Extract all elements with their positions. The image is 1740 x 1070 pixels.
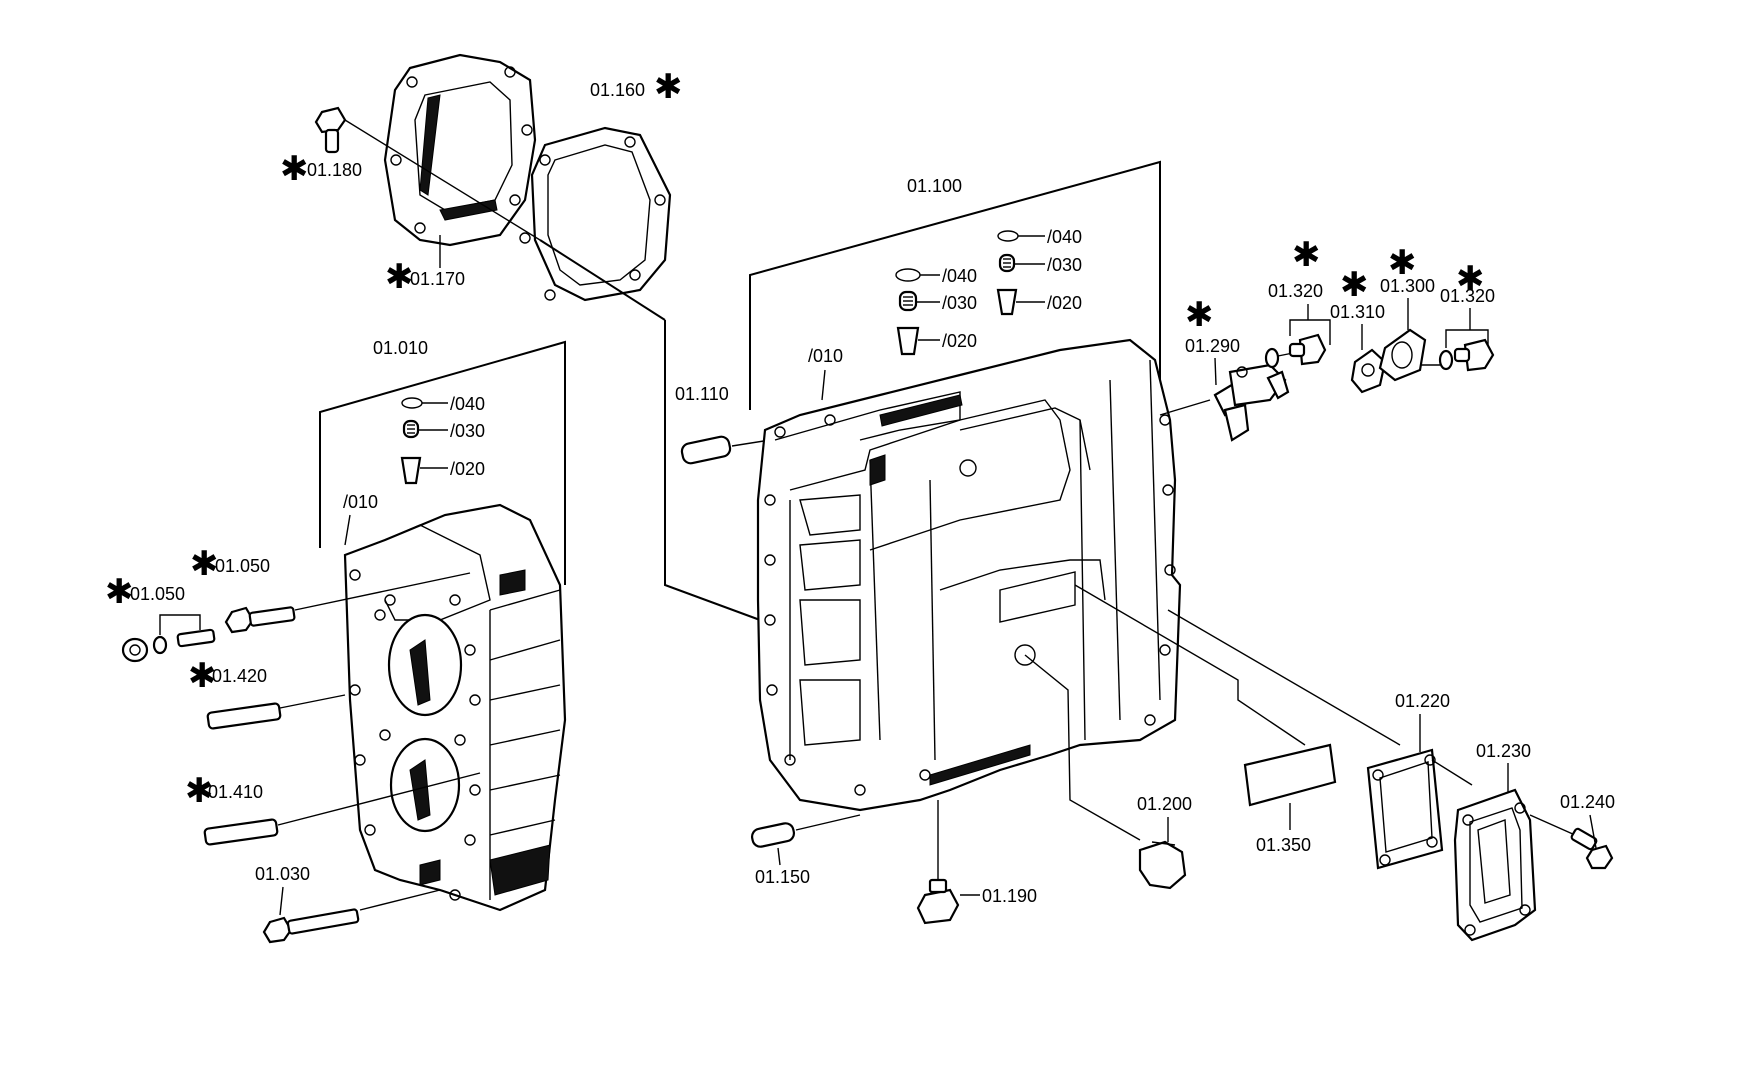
main-housing-01100	[756, 338, 1182, 812]
gasket-01220	[1167, 609, 1444, 870]
label-020b: /020	[942, 331, 977, 351]
cover-01230	[1431, 759, 1537, 942]
left-housing-01010	[343, 503, 567, 912]
label-01110: 01.110	[675, 384, 729, 404]
label-030b: /030	[942, 293, 977, 313]
label-01030: 01.030	[255, 864, 310, 884]
asterisk-icon: ✱	[105, 572, 134, 612]
label-01190: 01.190	[982, 886, 1037, 906]
label-030a: /030	[1047, 255, 1082, 275]
gasket-01310	[1350, 348, 1387, 394]
cover-plate-01170	[383, 53, 537, 247]
label-01290: 01.290	[1185, 336, 1240, 356]
label-01310: 01.310	[1330, 302, 1385, 322]
label-040c: /040	[450, 394, 485, 414]
label-01410: 01.410	[208, 782, 263, 802]
stud-01420	[206, 694, 346, 730]
asterisk-icon: ✱	[185, 771, 214, 811]
label-020c: /020	[450, 459, 485, 479]
sensor-01290	[1159, 363, 1290, 442]
label-01420: 01.420	[212, 666, 267, 686]
asterisk-icon: ✱	[654, 67, 683, 107]
small-parts-group-b	[895, 268, 940, 356]
stud-01410	[203, 772, 481, 846]
asterisk-icon: ✱	[188, 656, 217, 696]
bolt-01050	[224, 572, 471, 634]
label-01160: 01.160	[590, 80, 645, 100]
label-010b: /010	[343, 492, 378, 512]
label-01100: 01.100	[907, 176, 962, 196]
label-01350: 01.350	[1256, 835, 1311, 855]
label-01050a: 01.050	[215, 556, 270, 576]
bolt-01240	[1529, 814, 1614, 870]
pin-01150	[750, 814, 861, 848]
seal-plug-01320a	[1264, 333, 1327, 369]
plug-01200	[1024, 654, 1187, 890]
small-parts-group-a	[996, 230, 1045, 316]
label-020a: /020	[1047, 293, 1082, 313]
seal-plug-01320b	[1438, 338, 1495, 372]
label-01200: 01.200	[1137, 794, 1192, 814]
label-01180: 01.180	[307, 160, 362, 180]
small-parts-group-c	[400, 397, 448, 485]
nut-washer-stud-01050	[121, 628, 216, 663]
asterisk-icon: ✱	[1340, 265, 1369, 305]
label-030c: /030	[450, 421, 485, 441]
label-01150: 01.150	[755, 867, 810, 887]
asterisk-icon: ✱	[1185, 295, 1214, 335]
cover-01300	[1378, 328, 1427, 382]
asterisk-icon: ✱	[1456, 259, 1485, 299]
nameplate-01350	[1074, 584, 1337, 807]
label-01050b: 01.050	[130, 584, 185, 604]
label-01220: 01.220	[1395, 691, 1450, 711]
pin-01110	[680, 435, 771, 465]
label-01010: 01.010	[373, 338, 428, 358]
label-01320b: 01.320	[1440, 286, 1495, 306]
label-01240: 01.240	[1560, 792, 1615, 812]
asterisk-icon: ✱	[190, 544, 219, 584]
asterisk-icon: ✱	[280, 149, 309, 189]
plug-01190	[916, 800, 980, 925]
bolt-01030	[262, 889, 441, 944]
label-010a: /010	[808, 346, 843, 366]
asterisk-icon: ✱	[1292, 235, 1321, 275]
label-040a: /040	[1047, 227, 1082, 247]
label-01170: 01.170	[410, 269, 465, 289]
bolt-01180	[314, 106, 666, 321]
label-01300: 01.300	[1380, 276, 1435, 296]
label-01320a: 01.320	[1268, 281, 1323, 301]
label-040b: /040	[942, 266, 977, 286]
asterisk-icon: ✱	[1388, 243, 1417, 283]
label-01230: 01.230	[1476, 741, 1531, 761]
asterisk-icon: ✱	[385, 257, 414, 297]
